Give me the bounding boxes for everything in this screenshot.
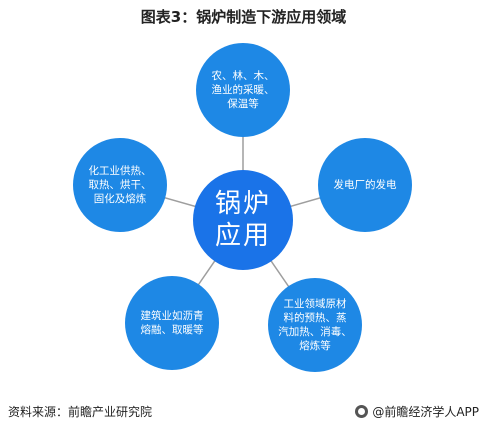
node-left-label: 化工业供热、 取热、烘干、 固化及熔炼: [88, 164, 152, 206]
node-bottom-right-label: 工业领域原材 料的预热、蒸 汽加热、消毒、 熔炼等: [278, 297, 352, 353]
brand-label: @前瞻经济学人APP: [372, 405, 479, 419]
brand-footer: @前瞻经济学人APP: [355, 403, 479, 420]
source-note: 资料来源：前瞻产业研究院: [8, 405, 153, 419]
node-right: 发电厂的发电: [318, 143, 412, 227]
node-bottom-right: 工业领域原材 料的预热、蒸 汽加热、消毒、 熔炼等: [268, 283, 362, 367]
node-top-label: 农、林、木、 渔业的采暖、 保温等: [211, 69, 275, 111]
node-circle-right: [318, 138, 412, 232]
brand-logo-icon: [355, 405, 369, 418]
node-circle-bottom-right: [268, 278, 362, 372]
center-label: 锅炉 应用: [193, 170, 293, 270]
diagram-title: 图表3：锅炉制造下游应用领域: [140, 8, 347, 26]
node-bottom-left-label: 建筑业如沥青 熔融、取暖等: [140, 309, 204, 336]
node-circle-top: [196, 43, 290, 137]
node-circle-bottom-left: [125, 276, 219, 370]
node-circle-left: [73, 138, 167, 232]
node-top: 农、林、木、 渔业的采暖、 保温等: [196, 48, 290, 132]
node-right-label: 发电厂的发电: [333, 178, 397, 191]
node-left: 化工业供热、 取热、烘干、 固化及熔炼: [73, 143, 167, 227]
center-circle: [193, 170, 293, 270]
center-label-text: 锅炉 应用: [214, 188, 271, 252]
node-bottom-left: 建筑业如沥青 熔融、取暖等: [125, 281, 219, 365]
